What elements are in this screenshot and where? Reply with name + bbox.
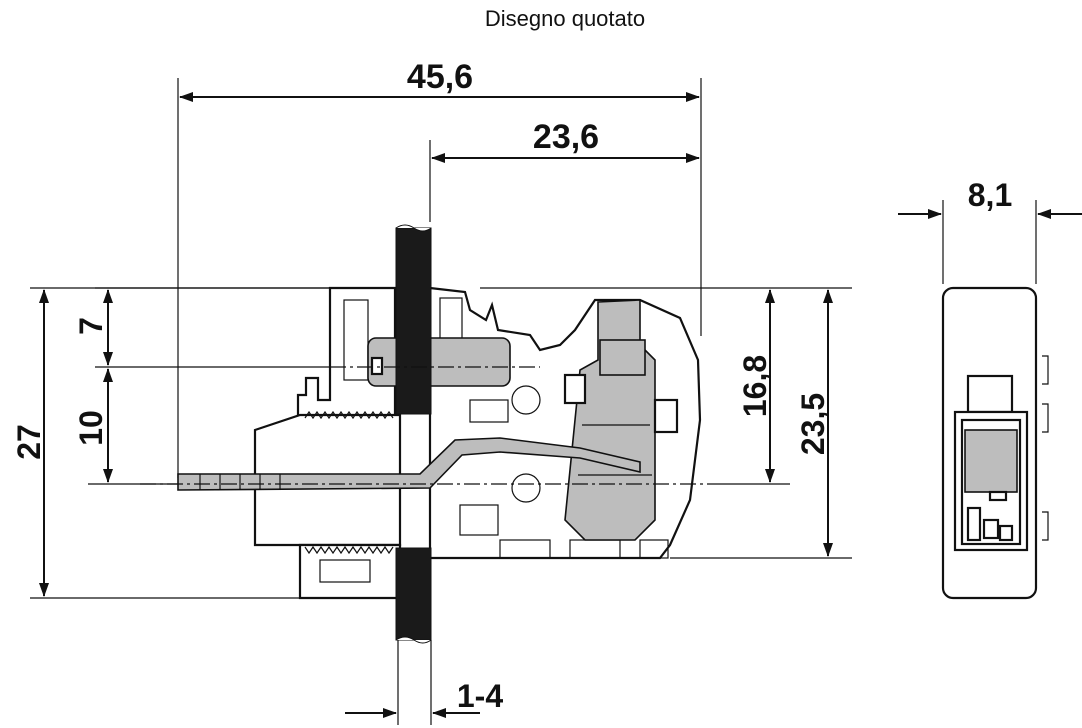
dim-total-height: 27: [11, 424, 47, 460]
panel-upper: [395, 227, 432, 415]
dim-outer-height: 23,5: [795, 393, 831, 455]
dim-axis-offset: 10: [73, 410, 109, 446]
front-view: [941, 286, 1049, 600]
dim-width: 8,1: [968, 177, 1012, 213]
side-view: [140, 224, 720, 644]
dim-top-offset: 7: [73, 317, 109, 335]
dim-panel-thickness: 1-4: [457, 678, 503, 714]
dim-overall-length: 45,6: [407, 58, 473, 96]
dim-right-length: 23,6: [533, 118, 599, 156]
dimension-lines: [39, 92, 1082, 718]
extension-lines: [30, 78, 1037, 725]
drawing-title: Disegno quotato: [484, 6, 646, 31]
panel-lower: [395, 547, 432, 641]
dim-inner-height: 16,8: [737, 355, 773, 417]
